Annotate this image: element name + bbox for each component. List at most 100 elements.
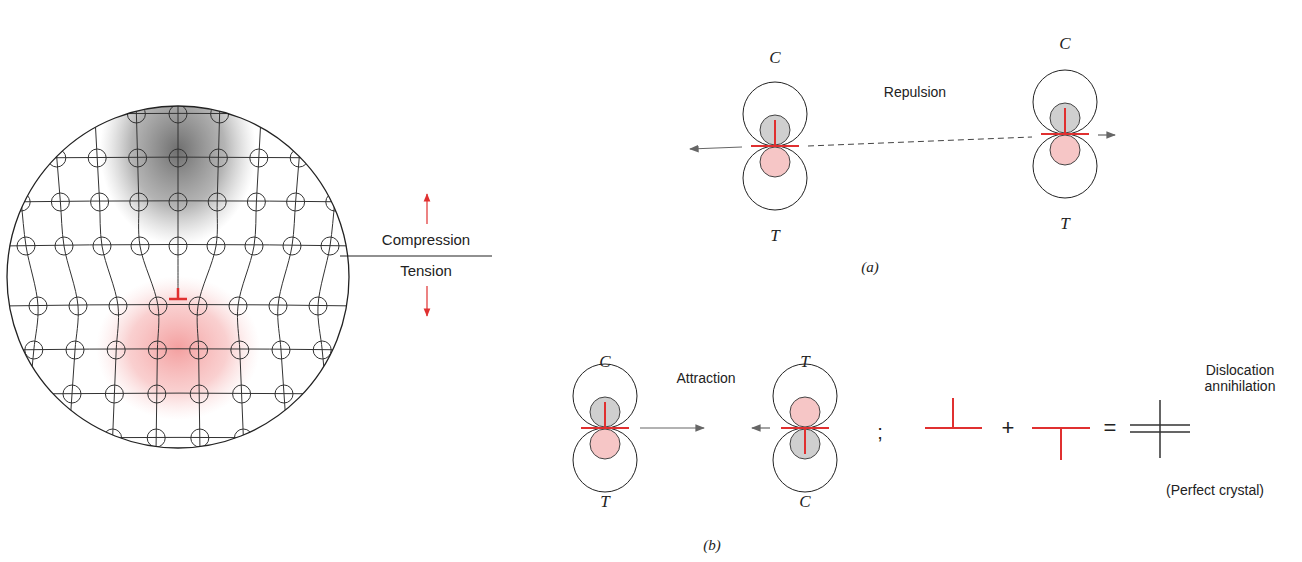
operator: = (1104, 415, 1117, 440)
atom (169, 149, 187, 167)
dashed-connector (808, 137, 1032, 146)
atom (51, 193, 69, 211)
atom (275, 385, 293, 403)
stress-label: C (1059, 34, 1070, 54)
strain-core (590, 429, 620, 459)
atom (8, 517, 26, 535)
interaction-label: Repulsion (884, 84, 946, 100)
edge-dislocation-symbol (925, 398, 982, 428)
atom (81, 17, 99, 35)
atom (247, 193, 265, 211)
repulsion-arrow (1098, 134, 1115, 135)
atom (86, 105, 104, 123)
atom (149, 297, 167, 315)
lattice-row (0, 305, 360, 307)
stress-label: T (1060, 214, 1069, 234)
atom (208, 193, 226, 211)
repulsion-arrow (690, 147, 742, 149)
tension-zone (96, 276, 260, 420)
atom (147, 429, 165, 447)
atom (301, 17, 319, 35)
atom (130, 193, 148, 211)
atom (322, 429, 340, 447)
lattice-row (0, 481, 360, 482)
strain-field (573, 428, 637, 492)
edge-dislocation-symbol (1032, 428, 1090, 460)
lattice-clip (0, 0, 363, 562)
strain-field (773, 364, 837, 428)
atom (278, 429, 296, 447)
atom (16, 429, 34, 447)
interaction-label: Attraction (676, 370, 735, 386)
stress-label: C (799, 492, 810, 512)
atom (284, 517, 302, 535)
atom (345, 17, 363, 35)
atom (105, 385, 123, 403)
atom (17, 237, 35, 255)
lattice-row (0, 157, 360, 159)
atom (102, 473, 120, 491)
strain-field (743, 82, 807, 146)
atom (290, 149, 308, 167)
atom (129, 149, 147, 167)
atom (297, 61, 315, 79)
dislocation-glyphs (573, 70, 1097, 492)
strain-field (1033, 70, 1097, 134)
attraction-arrow (752, 427, 770, 428)
edge-dislocation-symbol (781, 428, 829, 454)
atom (126, 61, 144, 79)
part-label: (a) (861, 259, 879, 276)
atom (169, 17, 187, 35)
lattice-column (278, 0, 314, 562)
dislocation-strain-glyph (1033, 70, 1097, 198)
atom (41, 61, 59, 79)
dislocation-strain-glyph (773, 364, 837, 492)
atom (48, 149, 66, 167)
atom (252, 105, 270, 123)
atom (109, 297, 127, 315)
atom (269, 297, 287, 315)
atom (91, 193, 109, 211)
lattice-row (0, 26, 360, 27)
zone-label: Compression (382, 231, 470, 248)
atom (29, 297, 47, 315)
atom (3, 105, 21, 123)
strain-core (760, 147, 790, 177)
atom (88, 149, 106, 167)
atom (146, 517, 164, 535)
compression-arrow (426, 194, 427, 224)
edge-dislocation-symbol (751, 120, 799, 146)
lattice-row (0, 437, 360, 439)
atom (21, 385, 39, 403)
atom (63, 385, 81, 403)
atom (250, 149, 268, 167)
strain-field (1033, 134, 1097, 198)
atom (330, 517, 348, 535)
atom (191, 473, 209, 491)
atom (283, 237, 301, 255)
lattice-row (0, 349, 360, 350)
atom (189, 297, 207, 315)
lattice-column (237, 0, 268, 562)
lattice-row (0, 113, 360, 115)
atom (55, 237, 73, 255)
atom (272, 341, 290, 359)
edge-dislocation-symbol (1041, 108, 1089, 134)
lattice-column (87, 0, 118, 562)
atom (213, 17, 231, 35)
atom (229, 297, 247, 315)
strain-field (773, 428, 837, 492)
atom (25, 341, 43, 359)
lattice-row (0, 201, 360, 202)
lattice-row (0, 245, 360, 247)
perfect-crystal-symbol (1130, 400, 1190, 458)
stress-label: T (800, 352, 809, 372)
lattice-column (318, 0, 359, 562)
lattice-column (0, 0, 38, 562)
atom (321, 237, 339, 255)
atom (93, 237, 111, 255)
atom (107, 341, 125, 359)
atom (148, 385, 166, 403)
atom (309, 297, 327, 315)
